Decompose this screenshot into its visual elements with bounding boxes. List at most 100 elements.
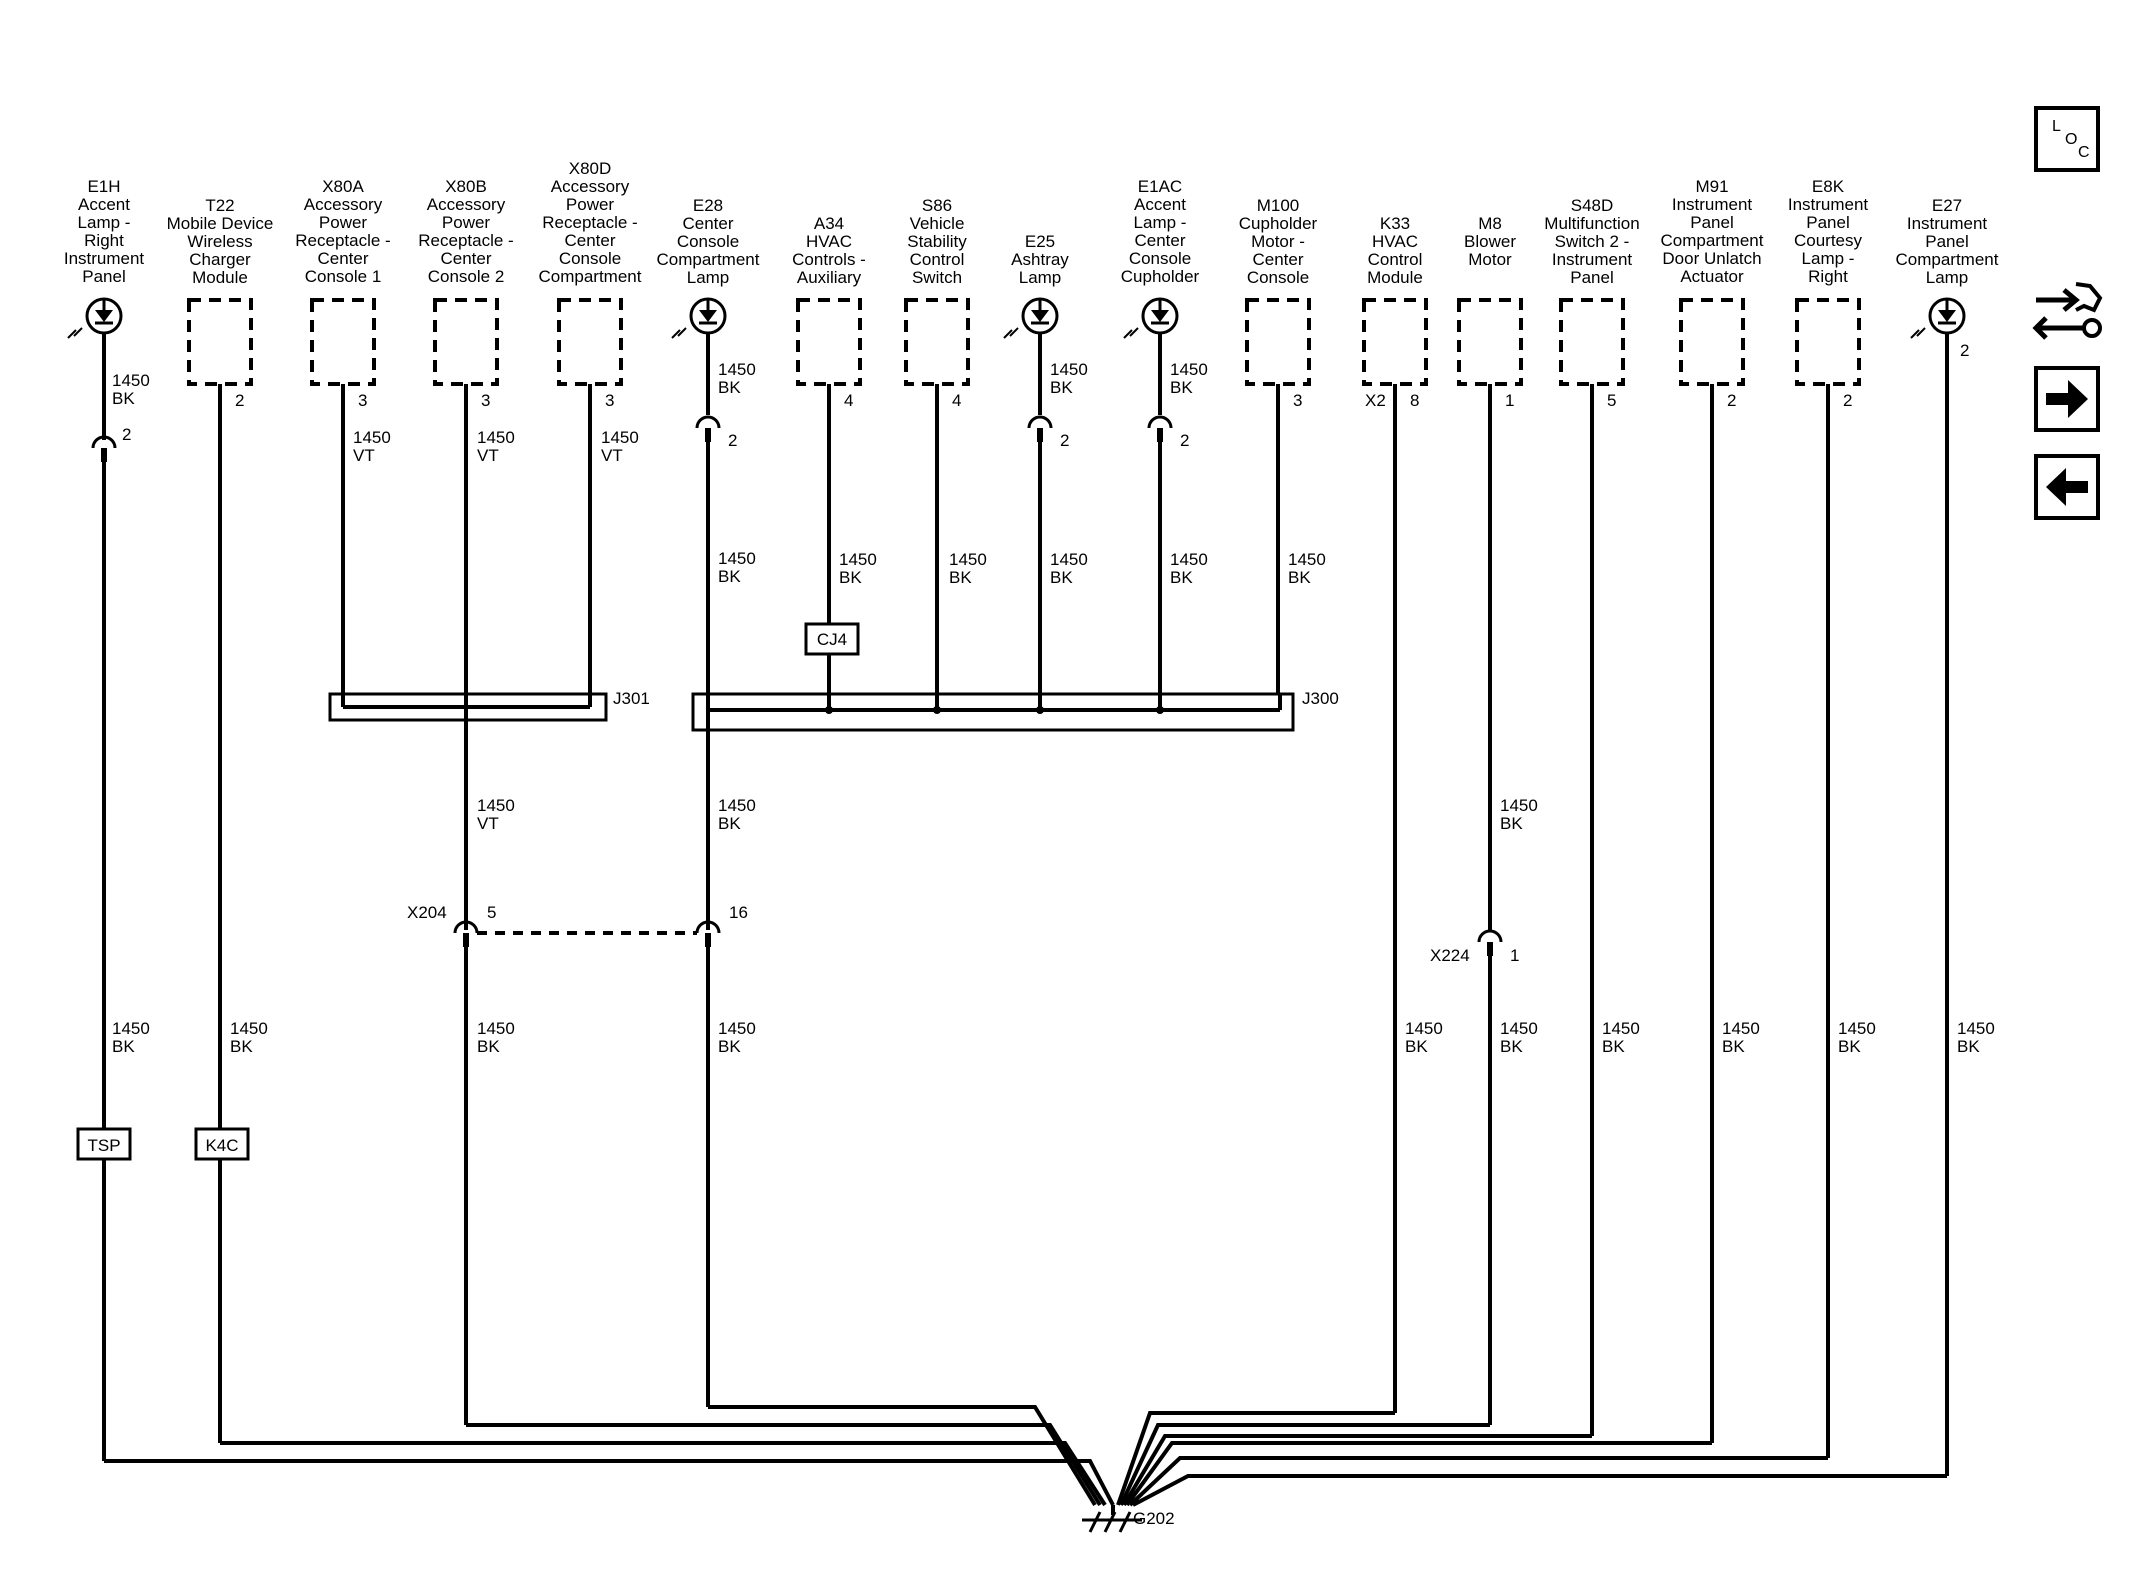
component-label-k33-line: K33 [1380, 214, 1410, 233]
component-label-x80b-line: X80B [445, 177, 487, 196]
wire-label-e25-mid-line: 1450 [1050, 550, 1088, 569]
component-label-x80b-line: Receptacle - [418, 231, 513, 250]
component-label-x80d-line: Accessory [551, 177, 630, 196]
wire [220, 1441, 1107, 1507]
component-label-e28-line: Console [677, 232, 739, 251]
junction-dot [1156, 706, 1164, 714]
wire-label-e28-upper-line: 1450 [718, 549, 756, 568]
wire-label-e1h-top-line: BK [112, 389, 135, 408]
wire-label-x80d-line: 1450 [601, 428, 639, 447]
lamp-diode-e28 [699, 310, 717, 322]
harness-connector-x204-a [453, 920, 479, 934]
component-label-e8k-line: Right [1808, 267, 1848, 286]
next-page-button[interactable] [2034, 366, 2100, 432]
wire-label-e1ac-mid-line: BK [1170, 568, 1193, 587]
wire [1128, 1456, 1828, 1507]
wire-label-e1ac-top-line: BK [1170, 378, 1193, 397]
component-label-s48d-line: Panel [1570, 268, 1613, 287]
wire-label-m8-bottom-line: BK [1500, 1037, 1523, 1056]
previous-page-button[interactable] [2034, 454, 2100, 520]
wire [1132, 1474, 1947, 1507]
pin-k33: 8 [1410, 391, 1419, 410]
wire [708, 1405, 1097, 1507]
loc-letter-l: L [2052, 118, 2061, 135]
lamp-diode-e27 [1938, 310, 1956, 322]
inline-pin-e1h: 2 [122, 425, 131, 444]
pin-x80d: 3 [605, 391, 614, 410]
harness-connector-x224-pin [1487, 942, 1493, 956]
connector-wrench-icon[interactable] [2030, 276, 2106, 346]
wire-label-e8k-line: BK [1838, 1037, 1861, 1056]
wire-label-e28-bottom-line: BK [718, 1037, 741, 1056]
component-label-m100-line: Center [1252, 250, 1303, 269]
component-label-x80d-line: Receptacle - [542, 213, 637, 232]
component-label-e25-line: E25 [1025, 232, 1055, 251]
wire [1116, 1411, 1395, 1506]
wire-label-m8-mid-line: BK [1500, 814, 1523, 833]
component-label-x80a-line: X80A [322, 177, 364, 196]
wire-label-e28-upper-line: BK [718, 567, 741, 586]
splice-tag-tsp-label: TSP [87, 1136, 120, 1155]
component-label-m100-line: Console [1247, 268, 1309, 287]
component-label-x80d-line: X80D [569, 159, 612, 178]
wire-label-e28-bottom-line: 1450 [718, 1019, 756, 1038]
inline-pin-e28: 2 [728, 431, 737, 450]
wire-label-e1h-top-line: 1450 [112, 371, 150, 390]
component-label-e27-line: Panel [1925, 232, 1968, 251]
component-label-m91-line: Panel [1690, 213, 1733, 232]
component-label-x80b-line: Accessory [427, 195, 506, 214]
component-label-e1h-line: Instrument [64, 249, 145, 268]
component-box-x80b [433, 298, 499, 386]
harness-connector-x224-pin: 1 [1510, 946, 1519, 965]
component-label-e28-line: E28 [693, 196, 723, 215]
component-label-e1ac-line: Center [1134, 231, 1185, 250]
harness-connector-x224 [1477, 929, 1503, 943]
pin-s86: 4 [952, 391, 961, 410]
wire-label-m100-line: 1450 [1288, 550, 1326, 569]
pin-t22: 2 [235, 391, 244, 410]
component-label-s48d-line: Instrument [1552, 250, 1633, 269]
component-label-e1ac-line: Console [1129, 249, 1191, 268]
harness-connector-x204-a-pin [463, 933, 469, 947]
location-view-button[interactable]: L O C [2034, 106, 2100, 172]
component-label-k33-line: Control [1368, 250, 1423, 269]
wire-label-x80a-line: 1450 [353, 428, 391, 447]
wire-label-m8-mid-line: 1450 [1500, 796, 1538, 815]
component-label-m8-line: Motor [1468, 250, 1512, 269]
splice-pack-j300-label: J300 [1302, 689, 1339, 708]
wire-label-x80b-mid-line: 1450 [477, 796, 515, 815]
wire-label-s86-line: BK [949, 568, 972, 587]
wire-label-e28-mid-line: 1450 [718, 796, 756, 815]
arrow-left-icon [2046, 468, 2088, 506]
component-label-e1ac-line: E1AC [1138, 177, 1182, 196]
component-label-e1h-line: Panel [82, 267, 125, 286]
lamp-diode-e1h [95, 310, 113, 322]
component-label-m91-line: Compartment [1661, 231, 1764, 250]
junction-dot [825, 706, 833, 714]
splice-pack-j301-label: J301 [613, 689, 650, 708]
inline-connector-e25-pin [1037, 428, 1043, 442]
component-label-s48d-line: Switch 2 - [1555, 232, 1630, 251]
component-label-s86-line: Switch [912, 268, 962, 287]
harness-connector-x204-b [695, 920, 721, 934]
wire-label-x80b-line: 1450 [477, 428, 515, 447]
component-label-s86-line: Control [910, 250, 965, 269]
component-label-k33-line: Module [1367, 268, 1423, 287]
inline-connector-e1h-pin [101, 448, 107, 462]
component-label-k33-line: HVAC [1372, 232, 1418, 251]
component-label-m91-line: Instrument [1672, 195, 1753, 214]
wire-label-x80a-line: VT [353, 446, 375, 465]
splice-pack-j300 [691, 692, 1295, 732]
pin-s48d: 5 [1607, 391, 1616, 410]
splice-tag-cj4-label: CJ4 [817, 630, 847, 649]
component-label-x80a-line: Center [317, 249, 368, 268]
component-label-e28-line: Compartment [657, 250, 760, 269]
harness-connector-x204-label: X204 [407, 903, 447, 922]
pin-x80a: 3 [358, 391, 367, 410]
component-box-m91 [1679, 298, 1745, 386]
component-label-e28-line: Center [682, 214, 733, 233]
wire-label-x80d-line: VT [601, 446, 623, 465]
component-label-e1h-line: Right [84, 231, 124, 250]
component-label-x80d-line: Console [559, 249, 621, 268]
